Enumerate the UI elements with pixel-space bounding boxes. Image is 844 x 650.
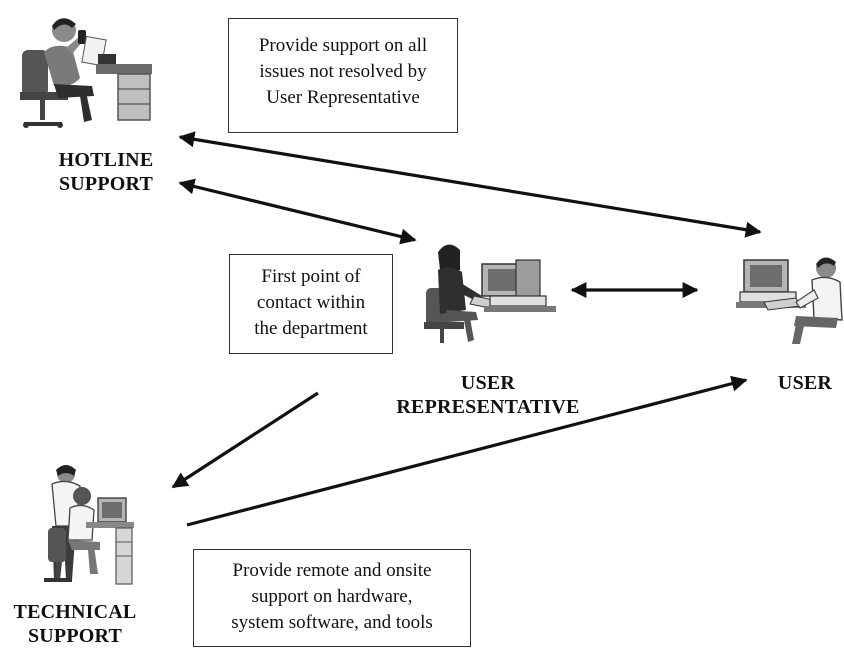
role-line: SUPPORT bbox=[27, 625, 123, 647]
role-line: SUPPORT bbox=[58, 173, 154, 195]
person-at-computer-icon bbox=[424, 244, 556, 343]
note-line: Provide support on all bbox=[258, 35, 428, 56]
person-on-phone-icon bbox=[20, 18, 152, 128]
arrow-technical-user bbox=[186, 375, 748, 527]
arrow-user-rep-technical bbox=[171, 391, 319, 489]
hotline-support-note: Provide support on all issues not resolv… bbox=[228, 18, 458, 133]
role-line: USER bbox=[460, 372, 516, 394]
technical-support-label: TECHNICAL SUPPORT bbox=[0, 600, 150, 648]
arrow-hotline-user bbox=[178, 131, 762, 238]
hotline-support-label: HOTLINE SUPPORT bbox=[36, 148, 176, 196]
user-label: USER bbox=[770, 371, 840, 395]
role-line: REPRESENTATIVE bbox=[396, 396, 580, 418]
note-line: User Representative bbox=[266, 87, 420, 108]
role-line: USER bbox=[777, 372, 833, 394]
note-line: First point of bbox=[261, 266, 361, 287]
user-representative-note: First point of contact within the depart… bbox=[229, 254, 393, 354]
role-line: HOTLINE bbox=[58, 149, 154, 171]
note-line: contact within bbox=[256, 292, 366, 313]
user-representative-label: USER REPRESENTATIVE bbox=[388, 371, 588, 419]
arrow-hotline-user-rep bbox=[178, 178, 417, 245]
role-line: TECHNICAL bbox=[13, 601, 137, 623]
technical-support-note: Provide remote and onsite support on har… bbox=[193, 549, 471, 647]
note-line: system software, and tools bbox=[231, 612, 433, 633]
note-line: support on hardware, bbox=[251, 586, 413, 607]
note-line: issues not resolved by bbox=[259, 61, 427, 82]
person-at-computer-icon bbox=[736, 257, 843, 344]
technicians-at-computer-icon bbox=[44, 465, 134, 585]
note-line: the department bbox=[254, 318, 368, 339]
note-line: Provide remote and onsite bbox=[232, 560, 432, 581]
